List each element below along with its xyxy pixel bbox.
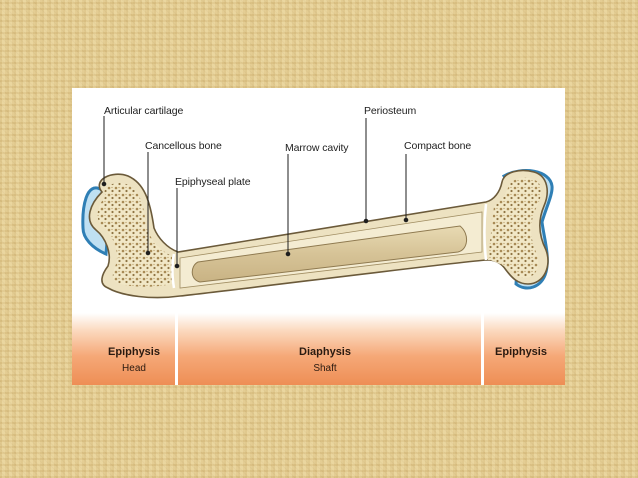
leader-dot-cancellous-bone	[145, 250, 151, 256]
marrow-cavity	[191, 225, 467, 283]
region-divider-right	[481, 313, 484, 385]
leader-lines	[101, 116, 409, 269]
label-periosteum: Periosteum	[364, 105, 417, 117]
cancellous-bone-left	[97, 182, 172, 287]
leader-dot-epiphyseal-plate	[174, 263, 180, 269]
region-middle-subtitle: Shaft	[313, 363, 337, 374]
region-band-left	[72, 313, 175, 385]
leader-dot-periosteum	[363, 218, 369, 224]
label-cancellous-bone: Cancellous bone	[145, 140, 222, 152]
region-band-right	[484, 313, 565, 385]
leader-dot-compact-bone	[403, 217, 409, 223]
label-epiphyseal-plate: Epiphyseal plate	[175, 176, 251, 188]
leader-dot-articular-cartilage	[101, 181, 107, 187]
region-left-subtitle: Head	[122, 363, 146, 374]
label-articular-cartilage: Articular cartilage	[104, 105, 184, 117]
label-marrow-cavity: Marrow cavity	[285, 142, 349, 154]
region-middle-title: Diaphysis	[299, 346, 351, 358]
diagram-panel: Articular cartilage Cancellous bone Epip…	[72, 88, 565, 385]
bone-diagram	[72, 116, 565, 385]
epiphyseal-plate-left	[171, 253, 176, 289]
leader-dot-marrow-cavity	[285, 251, 291, 257]
region-left-title: Epiphysis	[108, 346, 160, 358]
region-right-title: Epiphysis	[495, 346, 547, 358]
region-divider-left	[175, 313, 178, 385]
epiphyseal-plate-right	[483, 203, 488, 261]
label-compact-bone: Compact bone	[404, 140, 472, 152]
cancellous-bone-right	[488, 177, 541, 278]
region-band-middle	[178, 313, 481, 385]
